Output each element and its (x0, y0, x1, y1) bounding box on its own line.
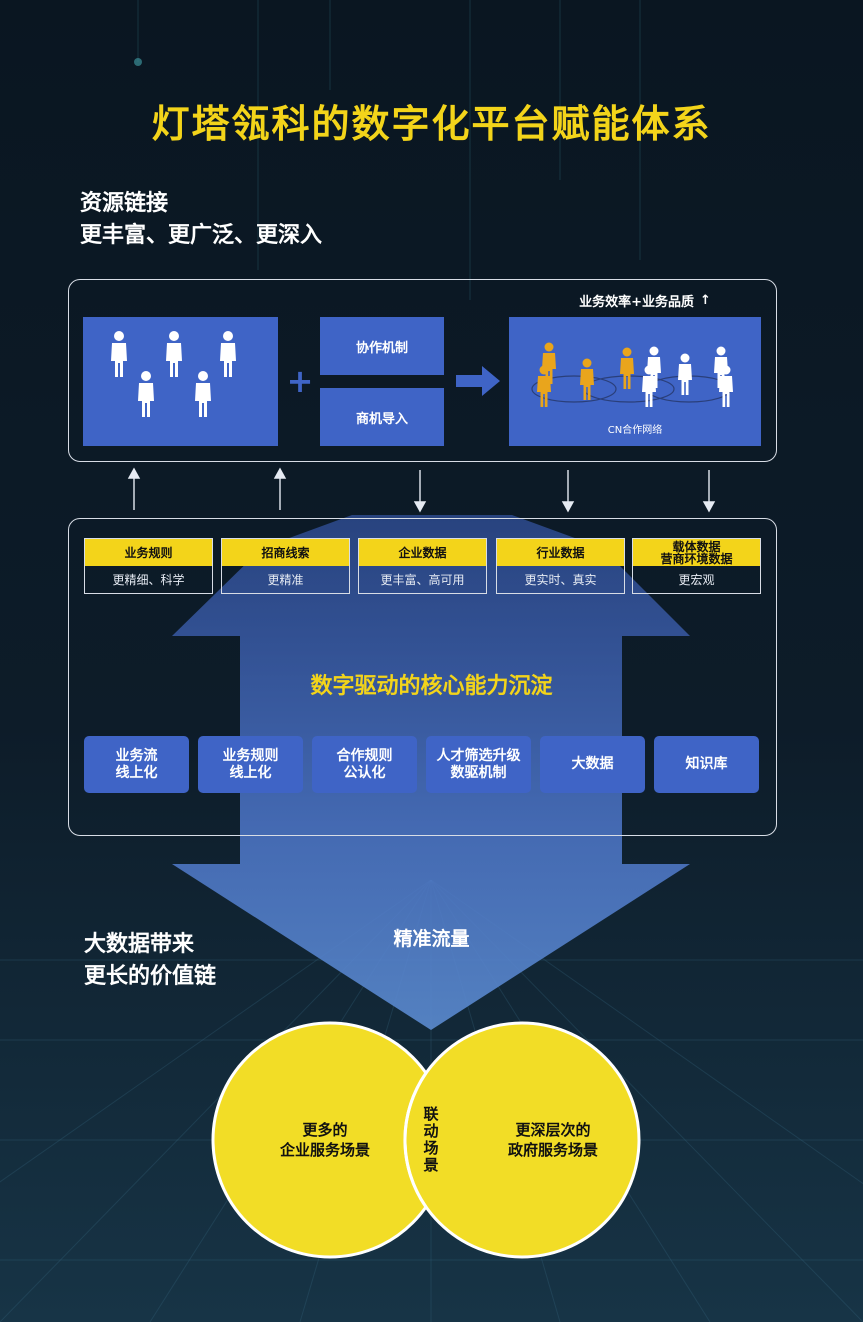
up-arrow-icon: ↑ (700, 292, 711, 308)
capability-box: 知识库 (654, 736, 759, 793)
venn-center-text: 联 动 场 景 (423, 1105, 439, 1174)
resource-heading-line1: 资源链接 (80, 191, 169, 216)
category-sub: 更丰富、高可用 (380, 573, 465, 587)
category-title: 业务规则 (85, 539, 212, 566)
venn-diagram (211, 1021, 641, 1259)
venn-right-text: 更深层次的 政府服务场景 (507, 1121, 598, 1159)
category-sub: 更精细、科学 (112, 573, 185, 587)
flow-label: 精准流量 (393, 928, 470, 950)
category-sub: 更实时、真实 (524, 573, 597, 587)
core-title: 数字驱动的核心能力沉淀 (310, 674, 553, 699)
core-frame (68, 518, 777, 836)
capability-box: 大数据 (540, 736, 645, 793)
category-industry-data: 行业数据 更实时、真实 (496, 538, 625, 594)
category-title: 载体数据 营商环境数据 (633, 539, 760, 566)
capability-box: 业务流 线上化 (84, 736, 189, 793)
people-icons (111, 331, 236, 417)
result-label-text: 业务效率+业务品质 (579, 294, 694, 310)
page-title: 灯塔瓴科的数字化平台赋能体系 (151, 102, 712, 146)
category-investment-leads: 招商线索 更精准 (221, 538, 350, 594)
mechanism-box-opportunity: 商机导入 (320, 388, 444, 446)
venn-left-text: 更多的 企业服务场景 (279, 1121, 370, 1159)
capability-box: 人才筛选升级 数驱机制 (426, 736, 531, 793)
resource-heading-line2: 更丰富、更广泛、更深入 (80, 223, 323, 248)
network-icons (531, 342, 733, 407)
right-arrow-icon (456, 366, 500, 396)
bigdata-heading: 大数据带来 更长的价值链 (84, 929, 216, 993)
category-sub: 更宏观 (678, 573, 715, 587)
category-enterprise-data: 企业数据 更丰富、高可用 (358, 538, 487, 594)
capability-box: 合作规则 公认化 (312, 736, 417, 793)
people-block (83, 317, 278, 446)
connector-arrows (127, 467, 716, 513)
category-title: 行业数据 (497, 539, 624, 566)
network-caption: CN合作网络 (607, 424, 663, 436)
category-business-rules: 业务规则 更精细、科学 (84, 538, 213, 594)
bigdata-heading-line1: 大数据带来 (84, 932, 195, 957)
category-title: 招商线索 (222, 539, 349, 566)
category-carrier-data: 载体数据 营商环境数据 更宏观 (632, 538, 761, 594)
mechanism-box-collab: 协作机制 (320, 317, 444, 375)
plus-sign: + (286, 362, 314, 400)
capability-box: 业务规则 线上化 (198, 736, 303, 793)
category-sub: 更精准 (267, 573, 304, 587)
category-title: 企业数据 (359, 539, 486, 566)
network-block: CN合作网络 (509, 317, 761, 446)
resource-heading: 资源链接 更丰富、更广泛、更深入 (80, 188, 322, 252)
result-label: 业务效率+业务品质 ↑ (560, 289, 730, 311)
bigdata-heading-line2: 更长的价值链 (84, 964, 217, 989)
top-frame (68, 279, 777, 462)
